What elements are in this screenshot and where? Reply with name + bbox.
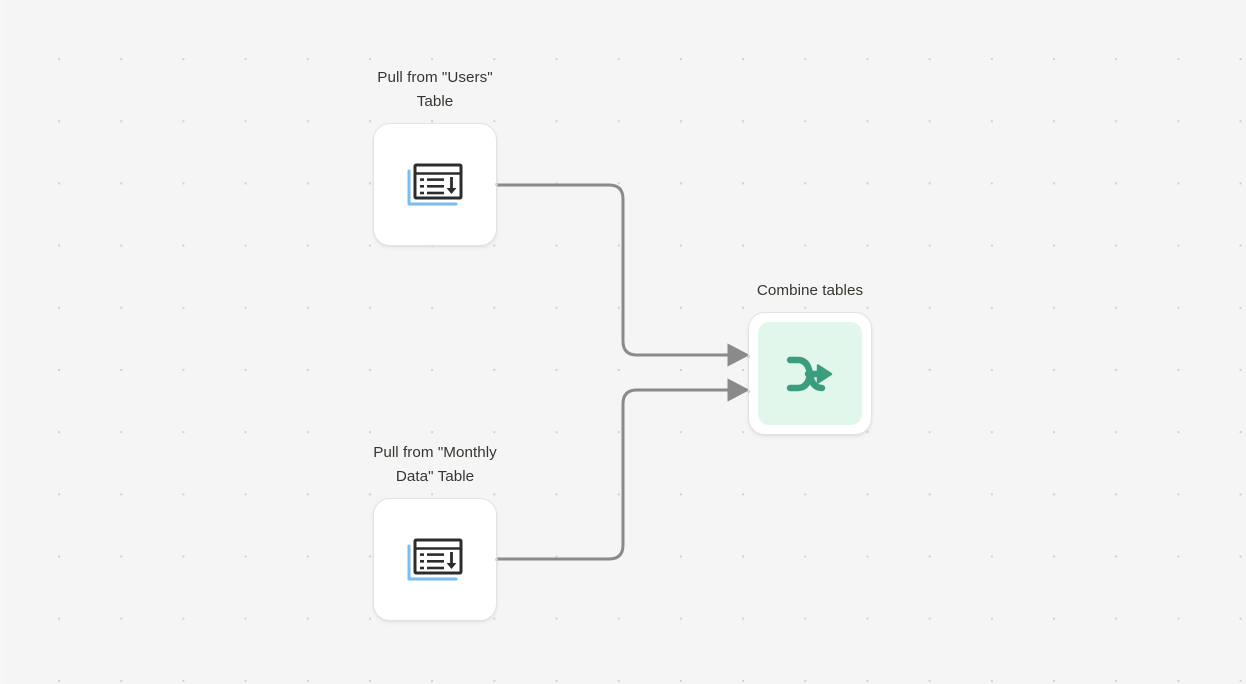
node-card-combine-tables[interactable] [747,312,872,435]
edge-monthly-to-combine [497,378,750,561]
node-label-pull-monthly-data: Pull from "Monthly Data" Table [373,444,497,485]
node-card-pull-users[interactable] [373,123,498,246]
node-pull-users[interactable]: Pull from "Users" Table [373,69,498,246]
node-card-pull-monthly-data[interactable] [373,498,498,621]
canvas-left-edge [0,0,3,684]
node-handle-left-bottom-combine[interactable] [747,390,750,393]
node-label-combine-tables: Combine tables [756,282,864,299]
node-handle-left-top-combine[interactable] [747,355,750,358]
table-download-icon [405,161,465,209]
edge-users-to-combine [497,183,750,367]
node-combine-tables[interactable]: Combine tables [747,282,872,435]
node-handle-right-monthly[interactable] [495,558,498,561]
table-download-icon [405,536,465,584]
node-card-inner-surface [758,322,862,425]
node-pull-monthly-data[interactable]: Pull from "Monthly Data" Table [373,444,498,621]
node-label-pull-users: Pull from "Users" Table [377,69,493,110]
node-handle-right-users[interactable] [495,183,498,186]
merge-arrow-icon [784,351,836,397]
